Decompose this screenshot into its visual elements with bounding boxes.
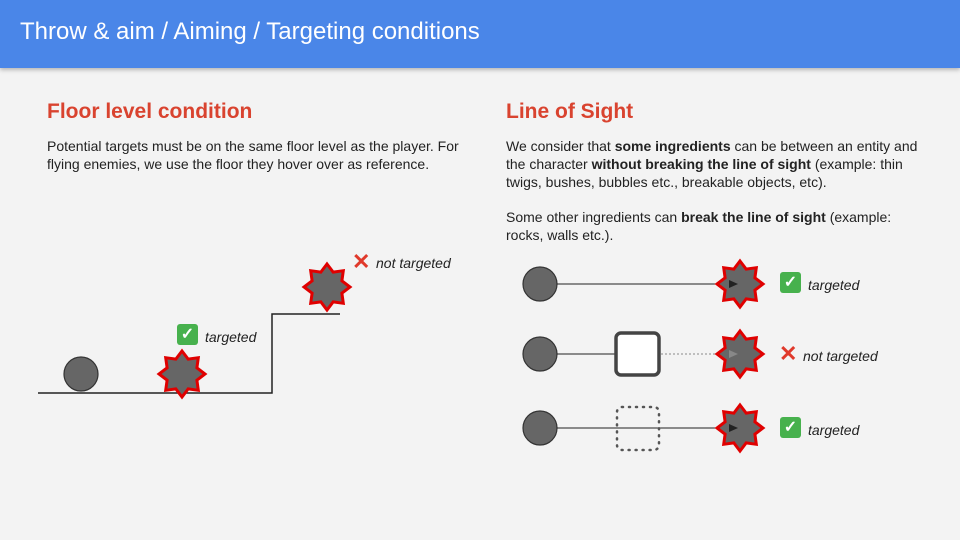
targeted-label-floor: targeted <box>205 329 257 345</box>
enemy-star-row1 <box>714 258 766 310</box>
not-targeted-label-floor: not targeted <box>376 255 451 271</box>
floor-level-description: Potential targets must be on the same fl… <box>47 138 459 172</box>
enemy-star-upper-level <box>301 261 353 313</box>
player-circle-row3 <box>522 410 558 446</box>
player-circle <box>63 356 99 392</box>
targeted-label-row1: targeted <box>808 277 860 293</box>
page-title: Throw & aim / Aiming / Targeting conditi… <box>20 18 480 45</box>
line-of-sight-description: We consider that some ingredients can be… <box>506 138 918 190</box>
enemy-star-row2 <box>714 328 766 380</box>
header-bar: Throw & aim / Aiming / Targeting conditi… <box>0 0 960 68</box>
enemy-star-row3 <box>714 402 766 454</box>
solid-obstacle <box>614 331 661 377</box>
line-of-sight-blockers-description: Some other ingredients can break the lin… <box>506 209 892 243</box>
cross-icon: ✕ <box>352 249 371 274</box>
floor-level-heading: Floor level condition <box>47 100 253 123</box>
check-icon: ✓ <box>780 272 801 293</box>
floor-step-line <box>38 313 340 394</box>
enemy-star-same-level <box>156 348 208 400</box>
check-icon: ✓ <box>177 324 198 345</box>
line-of-sight-heading: Line of Sight <box>506 100 634 123</box>
dotted-obstacle <box>615 405 661 452</box>
check-icon: ✓ <box>780 417 801 438</box>
targeted-label-row3: targeted <box>808 422 860 438</box>
player-circle-row1 <box>522 266 558 302</box>
not-targeted-label-row2: not targeted <box>803 348 878 364</box>
arrowhead-row1 <box>729 280 738 288</box>
cross-icon: ✕ <box>779 341 798 366</box>
arrowhead-row2 <box>729 350 738 358</box>
player-circle-row2 <box>522 336 558 372</box>
arrowhead-row3 <box>729 424 738 432</box>
